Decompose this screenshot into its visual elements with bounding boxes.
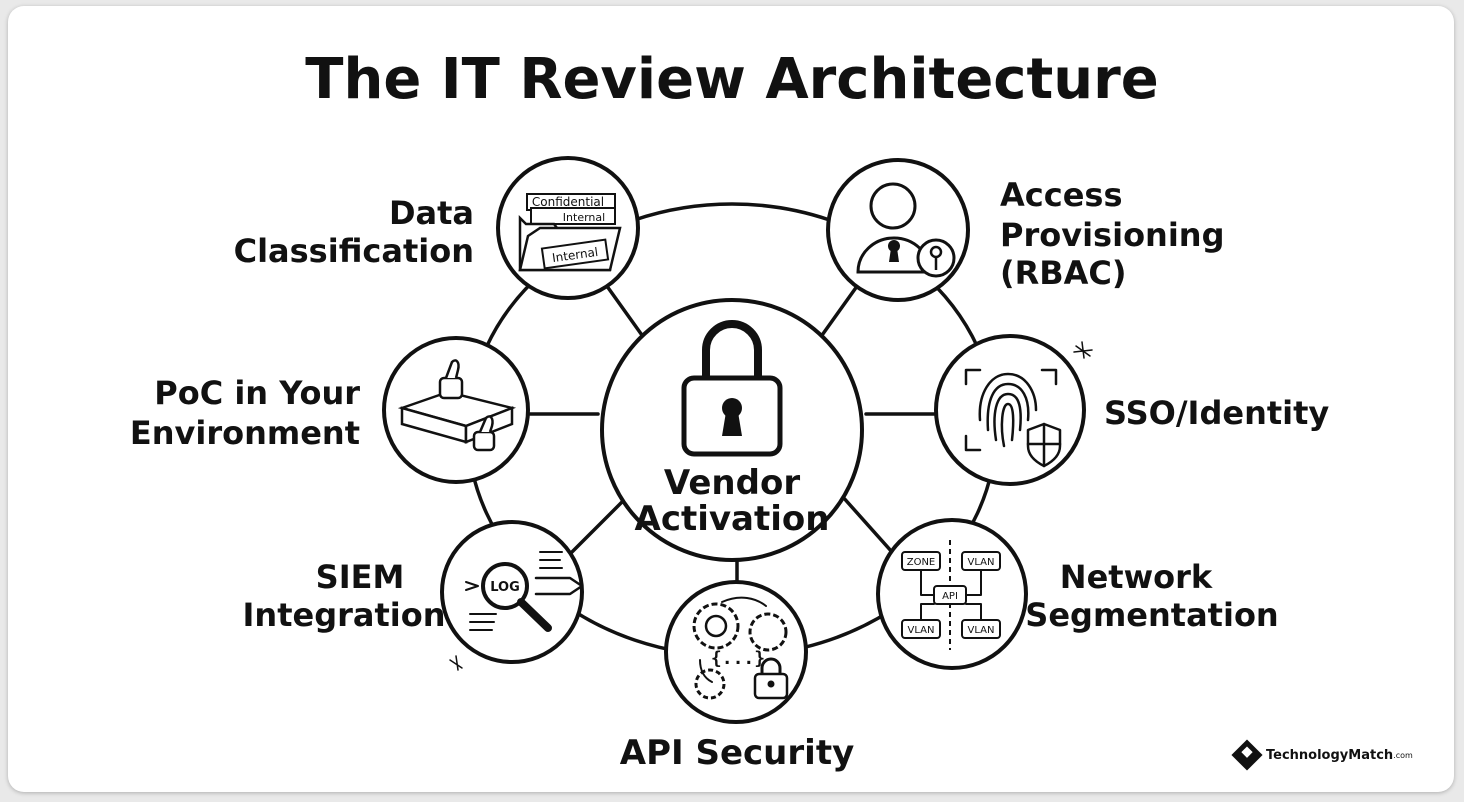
label-siem-integration: SIEM Integration	[243, 558, 446, 634]
label-access-line2: Provisioning	[1000, 216, 1224, 254]
node-siem-integration[interactable]: LOG	[440, 520, 584, 664]
label-data-classification-line2: Classification	[234, 232, 474, 270]
diamond-logo-icon	[1231, 739, 1263, 771]
label-access-line1: Access	[1000, 176, 1123, 214]
log-magnifier-icon: LOG	[465, 551, 584, 632]
label-access-line3: (RBAC)	[1000, 254, 1127, 292]
node-poc-environment[interactable]	[382, 336, 530, 484]
label-network-line2: Segmentation	[1025, 596, 1278, 634]
center-label-line1: Vendor	[664, 463, 800, 503]
label-data-classification: Data Classification	[234, 194, 474, 270]
node-sso-identity[interactable]	[934, 334, 1086, 486]
label-siem-line2: Integration	[243, 596, 446, 634]
label-network-line1: Network	[1060, 558, 1213, 596]
label-poc-line2: Environment	[130, 414, 360, 452]
center-node[interactable]: Vendor Activation	[600, 298, 864, 562]
net-box-zone: ZONE	[907, 557, 936, 568]
node-data-classification[interactable]: Confidential Internal Internal	[496, 156, 640, 300]
sketch-marks	[449, 341, 1093, 671]
sandbox-thumbs-up-icon	[397, 359, 517, 452]
folder-tab-internal-front: Internal	[551, 245, 599, 265]
label-data-classification-line1: Data	[389, 194, 474, 232]
fingerprint-shield-icon	[964, 368, 1062, 468]
label-network-segmentation: Network Segmentation	[1025, 558, 1278, 634]
gears-lock-icon: {...}	[692, 596, 789, 700]
brand-domain: .com	[1393, 750, 1413, 760]
lens-text: LOG	[490, 580, 520, 595]
net-box-vlan-left: VLAN	[908, 625, 935, 636]
label-poc-environment: PoC in Your Environment	[130, 374, 360, 452]
code-glyph: {...}	[711, 648, 765, 669]
net-box-api: API	[942, 591, 958, 602]
user-key-icon	[856, 182, 956, 278]
label-access-provisioning: Access Provisioning (RBAC)	[1000, 176, 1224, 292]
node-api-security[interactable]: {...}	[664, 580, 808, 724]
page-title: The IT Review Architecture	[305, 47, 1158, 112]
padlock-icon	[681, 320, 783, 457]
label-sso-identity: SSO/Identity	[1104, 394, 1329, 432]
label-siem-line1: SIEM	[316, 558, 405, 596]
node-network-segmentation[interactable]: ZONE VLAN API VLAN VLAN	[876, 518, 1028, 670]
net-box-vlan-right: VLAN	[968, 625, 995, 636]
folder-icon: Confidential Internal Internal	[518, 193, 622, 272]
network-icon: ZONE VLAN API VLAN VLAN	[901, 540, 1001, 650]
node-access-provisioning[interactable]	[826, 158, 970, 302]
net-box-vlan-top: VLAN	[968, 557, 995, 568]
center-label-line2: Activation	[635, 499, 830, 539]
label-api-security: API Security	[620, 733, 854, 773]
brand-name: TechnologyMatch	[1266, 747, 1394, 763]
folder-tab-confidential: Confidential	[532, 195, 604, 209]
label-poc-line1: PoC in Your	[154, 374, 360, 412]
folder-tab-internal-back: Internal	[563, 211, 605, 224]
brand-logo: TechnologyMatch.com	[1231, 739, 1413, 771]
